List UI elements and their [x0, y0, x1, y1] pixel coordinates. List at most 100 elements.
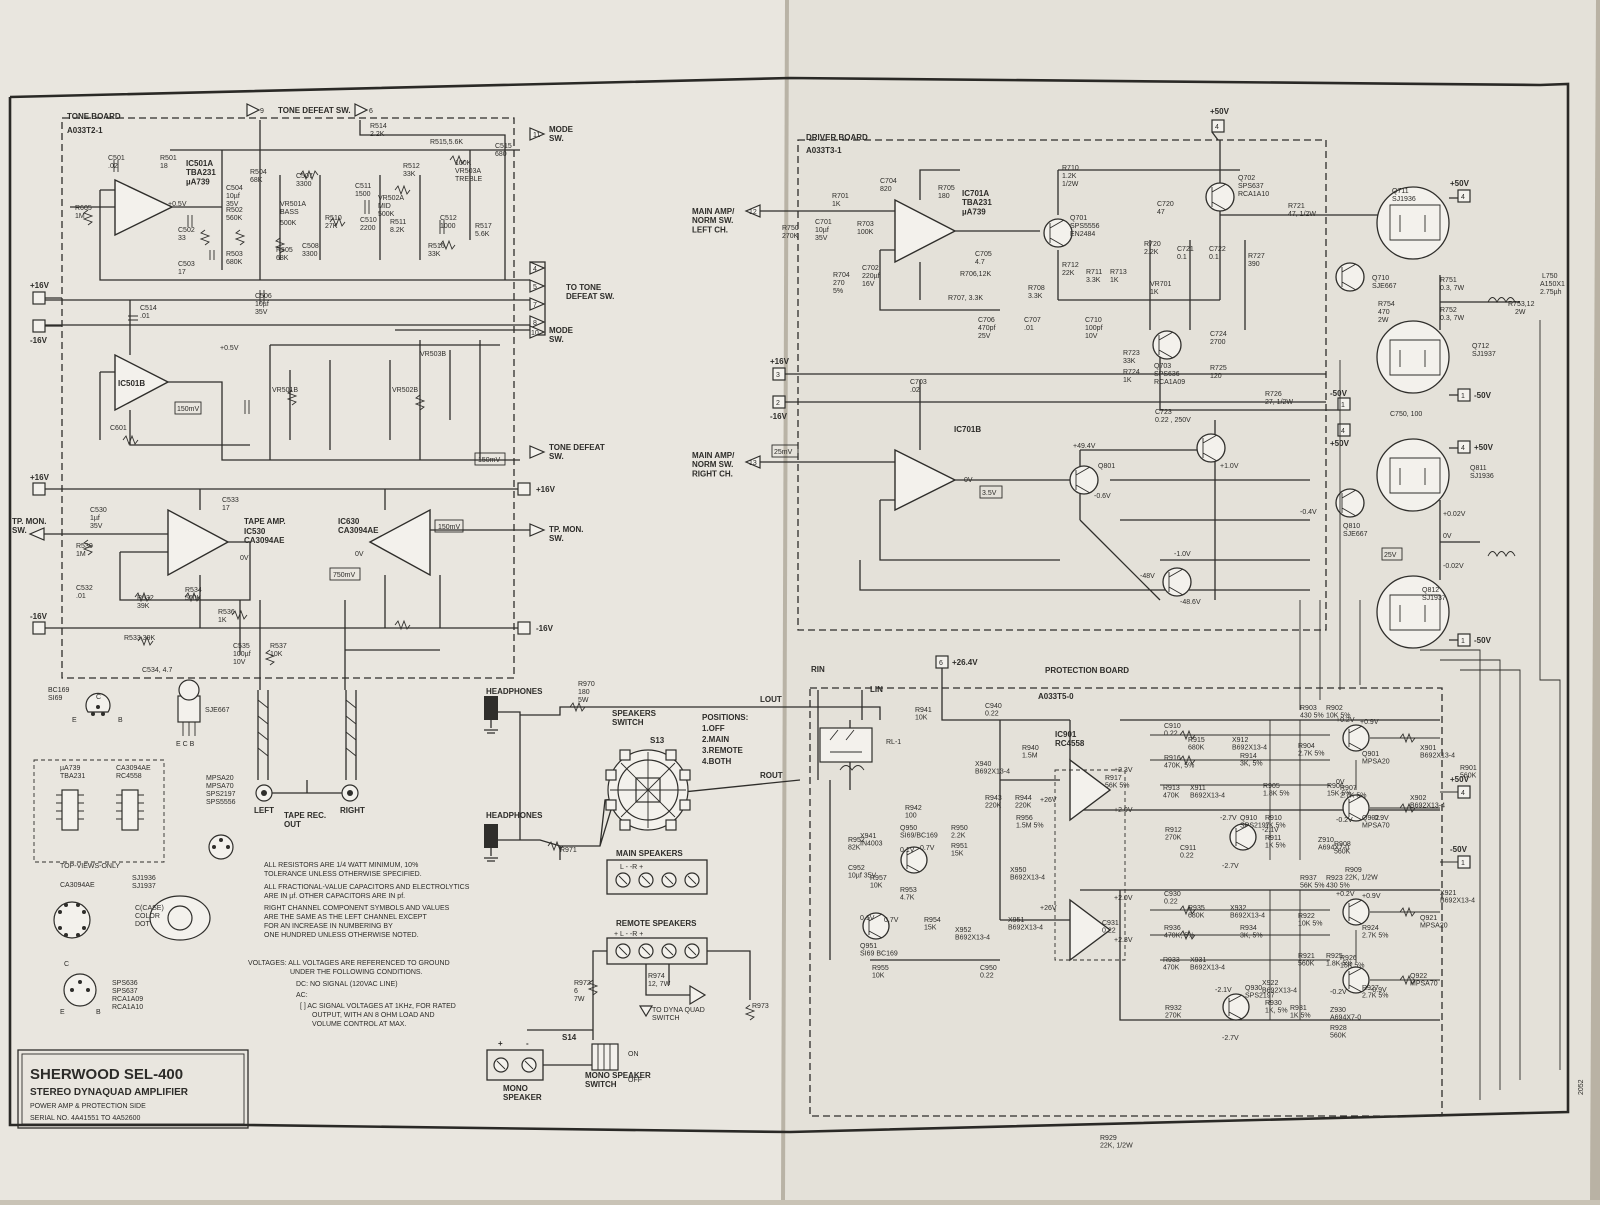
svg-text:VR503A: VR503A [455, 168, 481, 175]
svg-text:B: B [96, 1009, 101, 1016]
svg-text:22K: 22K [1062, 270, 1075, 277]
pin-minus16v-right [517, 621, 531, 635]
svg-text:1K: 1K [1110, 277, 1119, 284]
pin-minus16v-left [32, 319, 46, 333]
svg-text:.02: .02 [108, 163, 118, 170]
svg-text:+26.4V: +26.4V [952, 658, 978, 667]
svg-text:33K: 33K [403, 171, 416, 178]
mono-speaker-switch[interactable] [591, 1043, 619, 1071]
svg-text:+16V: +16V [30, 281, 50, 290]
svg-text:L - -R +: L - -R + [620, 864, 643, 871]
svg-text:ON: ON [628, 1051, 639, 1058]
svg-text:1K: 1K [832, 201, 841, 208]
right-label: RIGHT [340, 806, 365, 815]
svg-text:-50V: -50V [1330, 389, 1348, 398]
headphone-jack-bottom[interactable] [484, 824, 498, 848]
svg-text:+16V: +16V [770, 357, 790, 366]
svg-text:C721: C721 [1177, 246, 1194, 253]
svg-text:C706: C706 [978, 317, 995, 324]
protection-voltage: 0.7V [920, 845, 935, 852]
main-speakers-terminal[interactable] [606, 859, 708, 895]
svg-text:-16V: -16V [536, 624, 554, 633]
svg-text:25mV: 25mV [774, 449, 793, 456]
svg-text:R723: R723 [1123, 350, 1140, 357]
svg-text:R517: R517 [475, 223, 492, 230]
driver-board-label: DRIVER BOARD [806, 133, 868, 142]
r971-label: R971 [560, 847, 577, 854]
ic701a-opamp [894, 198, 957, 264]
svg-text:R707, 3.3K: R707, 3.3K [948, 295, 983, 302]
svg-text:4.BOTH: 4.BOTH [702, 757, 732, 766]
svg-text:+16V: +16V [30, 473, 50, 482]
svg-text:R537: R537 [270, 643, 287, 650]
svg-text:3.5V: 3.5V [982, 490, 997, 497]
svg-text:C720: C720 [1157, 201, 1174, 208]
svg-text:500K: 500K [378, 211, 395, 218]
svg-text:C722: C722 [1209, 246, 1226, 253]
svg-text:5%: 5% [833, 288, 843, 295]
svg-text:2052: 2052 [1578, 1079, 1585, 1095]
svg-text:-50V: -50V [1474, 391, 1492, 400]
main-amp-left-label: MAIN AMP/NORM SW.LEFT CH. [692, 207, 735, 234]
tape-rec-out-label: TAPE REC.OUT [284, 811, 326, 829]
svg-text:10K: 10K [270, 651, 283, 658]
svg-text:R712: R712 [1062, 262, 1079, 269]
protection-board-label: PROTECTION BOARD [1045, 666, 1129, 675]
svg-text:E C B: E C B [176, 741, 195, 748]
speakers-rotary-switch[interactable] [605, 749, 691, 831]
protection-board-outline [809, 687, 1443, 1117]
svg-text:4: 4 [1341, 428, 1345, 435]
headphone-jack-top[interactable] [484, 696, 498, 720]
svg-text:10: 10 [531, 330, 539, 337]
svg-text:-50V: -50V [1450, 845, 1468, 854]
svg-text:68K: 68K [276, 255, 289, 262]
svg-text:TOP-VIEWS-ONLY: TOP-VIEWS-ONLY [60, 863, 120, 870]
tone-board-outline [61, 117, 515, 679]
svg-text:R708: R708 [1028, 285, 1045, 292]
svg-text:0V: 0V [1443, 533, 1452, 540]
svg-text:-48V: -48V [1140, 573, 1155, 580]
svg-text:7: 7 [533, 302, 537, 309]
protection-voltage: +2.3V [1114, 937, 1133, 944]
svg-text:Q801: Q801 [1098, 463, 1115, 470]
svg-text:27K: 27K [325, 223, 338, 230]
pin-tone-defeat-2 [529, 445, 546, 459]
svg-text:C535: C535 [233, 643, 250, 650]
svg-text:2.2K: 2.2K [370, 131, 385, 138]
svg-text:2200: 2200 [360, 225, 376, 232]
svg-text:C503: C503 [178, 261, 195, 268]
svg-text:R750: R750 [782, 225, 799, 232]
svg-text:R533,39K: R533,39K [124, 635, 155, 642]
dyna-quad-pin [689, 984, 707, 1006]
svg-text:C723: C723 [1155, 409, 1172, 416]
svg-text:8: 8 [533, 320, 537, 327]
